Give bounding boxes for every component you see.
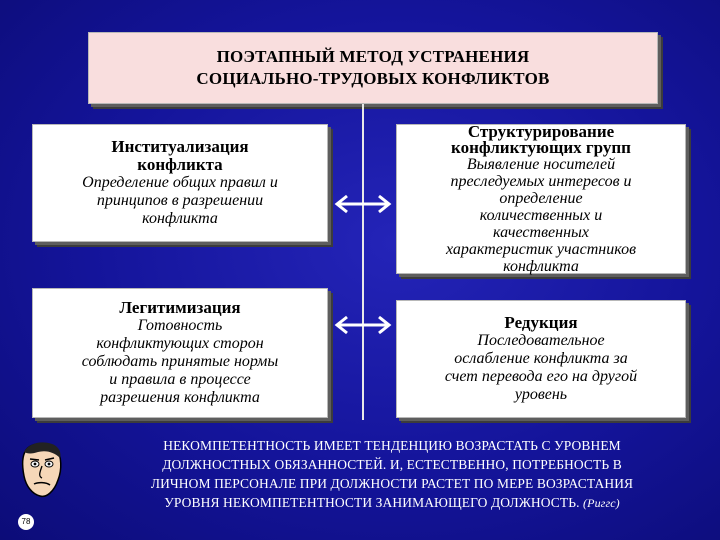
page-number: 78: [18, 514, 34, 530]
legitimization-text-1: Готовность: [137, 317, 223, 334]
reduction-box: Редукция Последовательное ослабление кон…: [396, 300, 686, 418]
quote-block: НЕКОМПЕТЕНТНОСТЬ ИМЕЕТ ТЕНДЕНЦИЮ ВОЗРАСТ…: [92, 436, 692, 513]
cartoon-face-icon: [21, 442, 62, 498]
reduction-heading: Редукция: [504, 313, 578, 332]
structuring-text-6: характеристик участников: [445, 240, 637, 258]
title-box: ПОЭТАПНЫЙ МЕТОД УСТРАНЕНИЯ СОЦИАЛЬНО-ТРУ…: [88, 32, 658, 104]
title-line-1: ПОЭТАПНЫЙ МЕТОД УСТРАНЕНИЯ: [216, 47, 530, 66]
reduction-text-4: уровень: [514, 386, 568, 403]
quote-line-2: ДОЛЖНОСТНЫХ ОБЯЗАННОСТЕЙ. И, ЕСТЕСТВЕННО…: [162, 457, 622, 472]
institutionalization-text-3: конфликта: [142, 210, 218, 227]
vertical-connector-line: [362, 104, 364, 420]
reduction-text-1: Последовательное: [477, 332, 605, 349]
structuring-text-2: преследуемых интересов и: [450, 172, 632, 190]
institutionalization-text-2: принципов в разрешении: [96, 192, 264, 209]
legitimization-text-4: и правила в процессе: [109, 371, 251, 388]
quote-line-3: ЛИЧНОМ ПЕРСОНАЛЕ ПРИ ДОЛЖНОСТИ РАСТЕТ ПО…: [150, 476, 634, 491]
quote-author: (Риггс): [583, 496, 620, 510]
legitimization-text-2: конфликтующих сторон: [96, 335, 264, 352]
legitimization-heading: Легитимизация: [119, 298, 241, 317]
structuring-text-4: количественных и: [479, 206, 603, 224]
double-headed-arrow-icon: [334, 194, 392, 214]
structuring-text-7: конфликта: [503, 257, 579, 275]
structuring-text-3: определение: [499, 189, 583, 207]
title-line-2: СОЦИАЛЬНО-ТРУДОВЫХ КОНФЛИКТОВ: [196, 69, 550, 88]
structuring-text-1: Выявление носителей: [466, 155, 616, 173]
reduction-text-2: ослабление конфликта за: [454, 350, 628, 367]
structuring-heading-2: конфликтующих групп: [451, 137, 631, 157]
double-headed-arrow-icon: [334, 315, 392, 335]
structuring-text-5: качественных: [493, 223, 589, 241]
institutionalization-heading-1: Институализация: [111, 137, 249, 156]
institutionalization-text-1: Определение общих правил и: [82, 174, 278, 191]
reduction-text-3: счет перевода его на другой: [444, 368, 638, 385]
legitimization-text-5: разрешения конфликта: [100, 389, 260, 406]
quote-line-1: НЕКОМПЕТЕНТНОСТЬ ИМЕЕТ ТЕНДЕНЦИЮ ВОЗРАСТ…: [163, 438, 621, 453]
institutionalization-box: Институализация конфликта Определение об…: [32, 124, 328, 242]
institutionalization-heading-2: конфликта: [137, 155, 223, 174]
legitimization-box: Легитимизация Готовность конфликтующих с…: [32, 288, 328, 418]
quote-line-4-text: УРОВНЯ НЕКОМПЕТЕНТНОСТИ ЗАНИМАЮЩЕГО ДОЛЖ…: [164, 495, 580, 510]
quote-line-4: УРОВНЯ НЕКОМПЕТЕНТНОСТИ ЗАНИМАЮЩЕГО ДОЛЖ…: [92, 493, 692, 513]
structuring-heading-1: Структурирование: [467, 121, 615, 141]
structuring-box: Структурирование конфликтующих групп Выя…: [396, 121, 686, 275]
legitimization-text-3: соблюдать принятые нормы: [81, 353, 279, 370]
